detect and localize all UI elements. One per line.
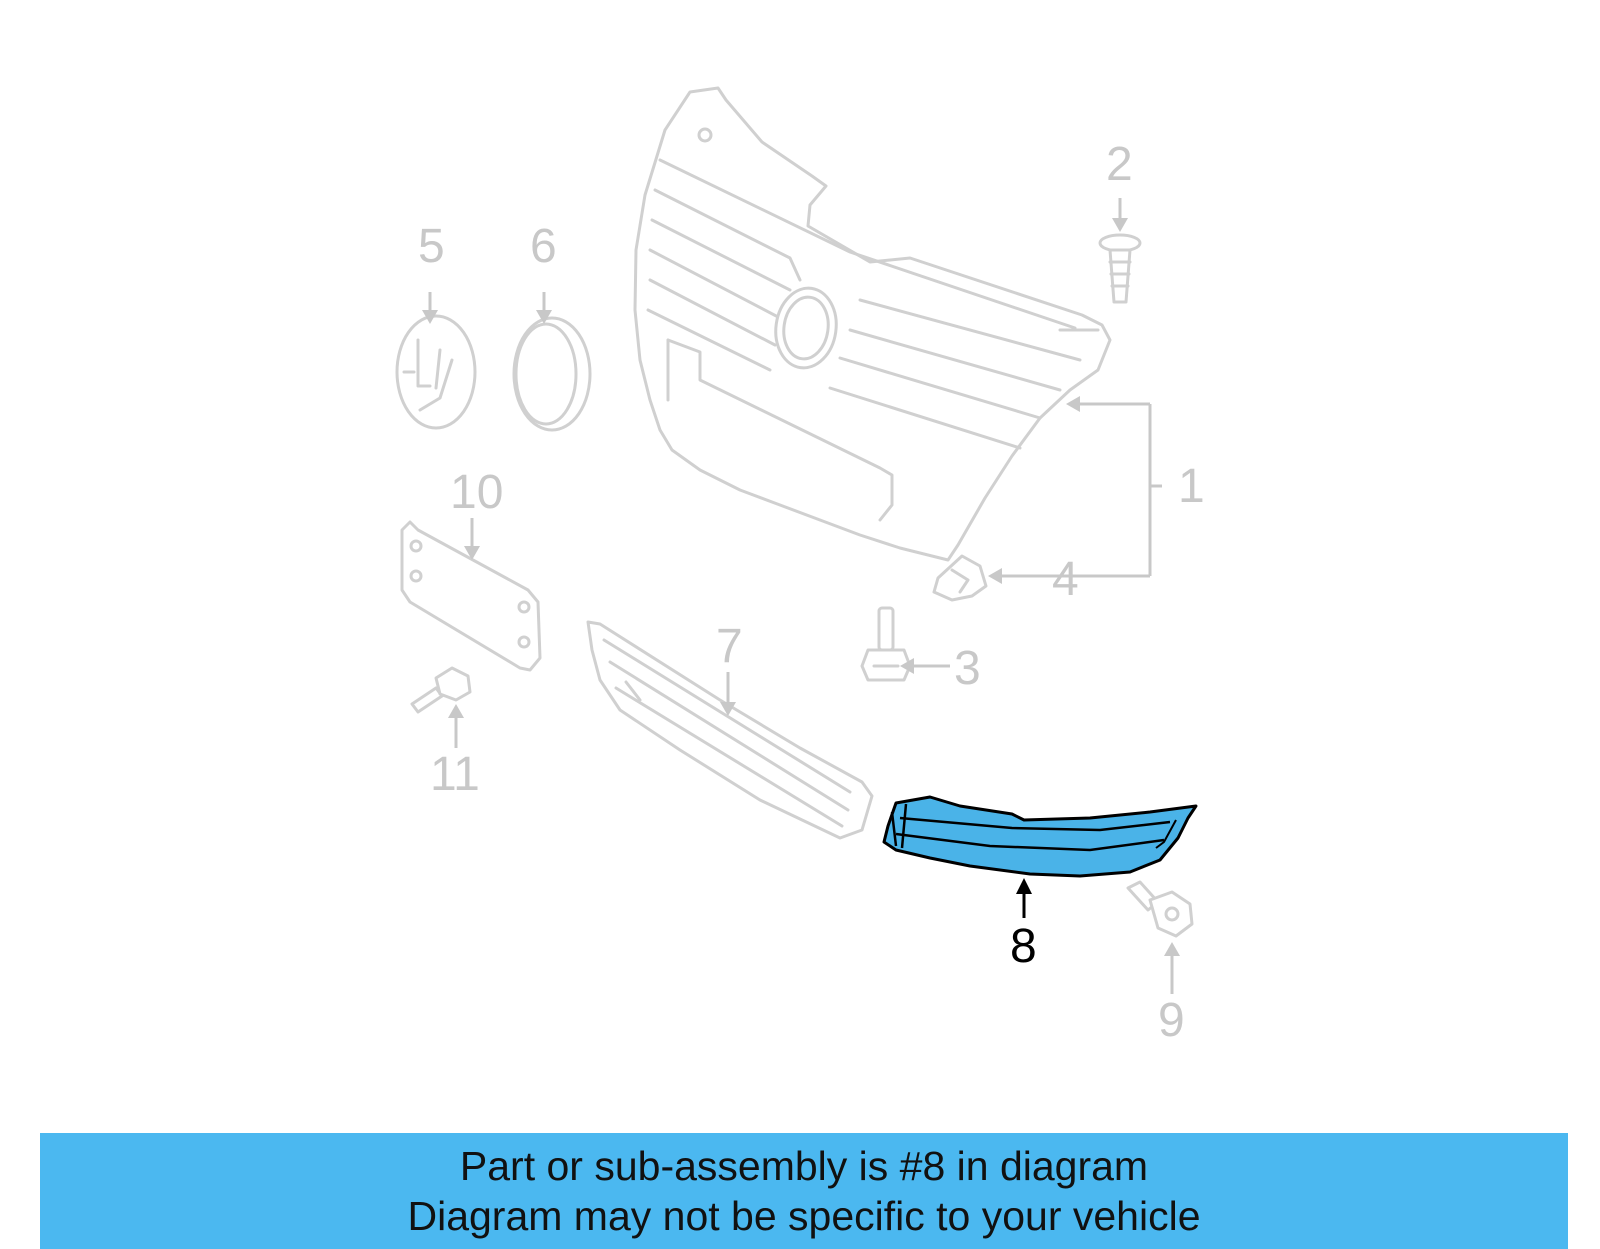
callout-10: 10: [450, 466, 503, 519]
leader-lines: [422, 198, 1180, 994]
callout-2: 2: [1106, 138, 1133, 191]
callout-6: 6: [530, 220, 557, 273]
highlighted-molding-part: [882, 795, 1198, 878]
callout-11: 11: [430, 748, 480, 801]
callout-labels: 1 2 3 4 5 6 7 8 9 10 11: [418, 138, 1205, 1047]
lower-grille: [586, 620, 874, 840]
callout-4: 4: [1052, 553, 1079, 606]
callout-5: 5: [418, 220, 445, 273]
callout-3: 3: [954, 642, 981, 695]
callout-8: 8: [1010, 920, 1037, 973]
banner-line-part-number: Part or sub-assembly is #8 in diagram: [459, 1143, 1149, 1189]
clip-nut: [932, 554, 988, 602]
grille-assembly: [633, 86, 1112, 562]
bolt-9: [1126, 880, 1194, 938]
emblem-base: [512, 316, 592, 432]
bolt: [860, 606, 912, 682]
callout-7: 7: [716, 620, 743, 673]
info-banner: Part or sub-assembly is #8 in diagram Di…: [40, 1133, 1568, 1249]
license-bracket: [400, 520, 542, 672]
callout-1: 1: [1178, 460, 1205, 513]
emblem: [395, 314, 477, 430]
callout-9: 9: [1158, 994, 1185, 1047]
banner-line-disclaimer: Diagram may not be specific to your vehi…: [407, 1193, 1201, 1239]
push-clip: [1098, 233, 1142, 304]
screw: [410, 666, 472, 714]
